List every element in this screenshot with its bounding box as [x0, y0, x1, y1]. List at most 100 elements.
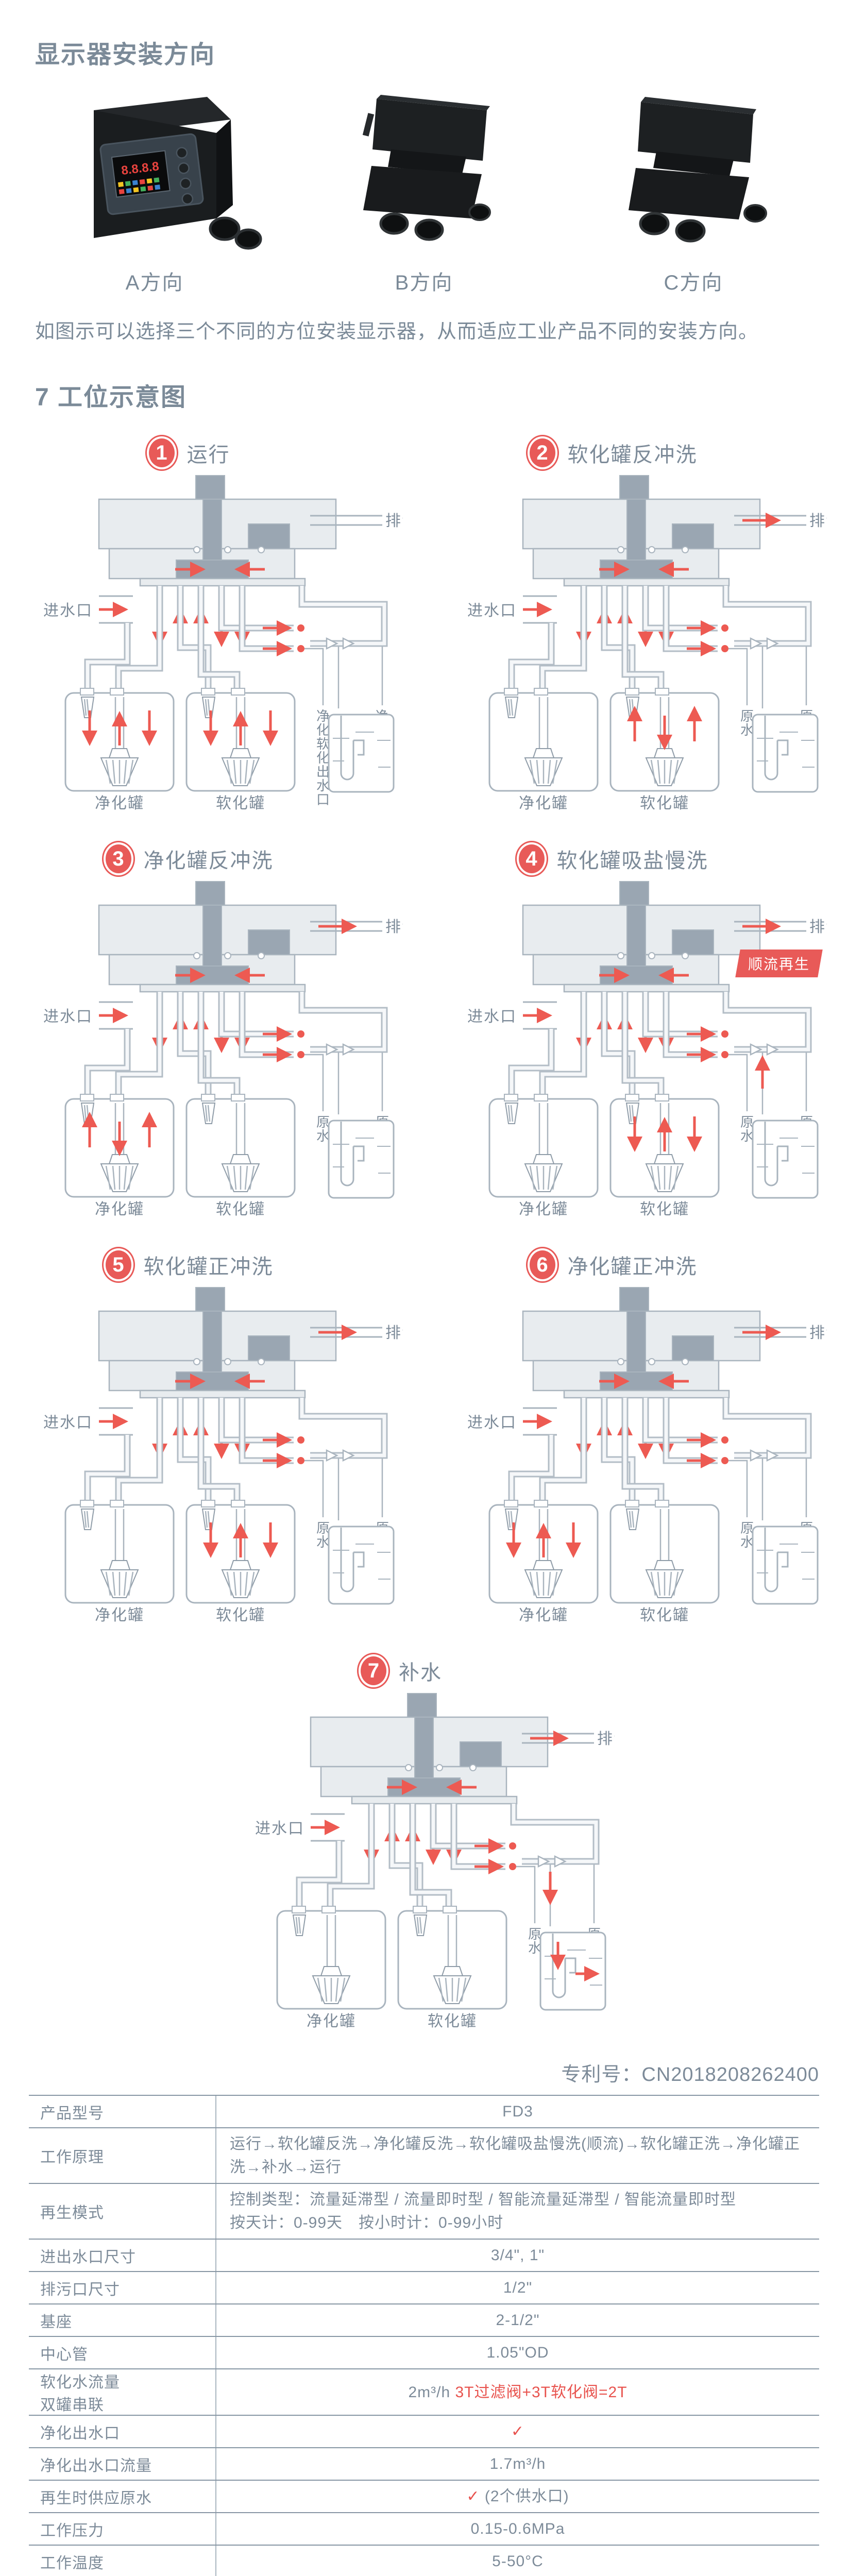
inlet-label: 进水口 — [255, 1820, 304, 1837]
device-photo-a-image: 8.8.8.8 — [94, 97, 262, 250]
page-title: 显示器安装方向 — [35, 41, 216, 69]
right-label-1: 原水 — [740, 1520, 753, 1550]
diagram-title: 软化罐反冲洗 — [567, 444, 698, 466]
table-row: 净化出水口流量 1.7m³/h — [29, 2448, 819, 2481]
row-value: 0.15-0.6MPa — [470, 2520, 565, 2537]
svg-text:化: 化 — [316, 750, 329, 766]
orientation-card-c: C方向 — [559, 83, 827, 296]
row-value: 2m³/h 3T过滤阀+3T软化阀=2T — [408, 2383, 627, 2401]
right-label-1: 原水 — [316, 1520, 329, 1550]
diagram-badge: 2 — [527, 436, 557, 469]
table-row: 软化水流量双罐串联 2m³/h 3T过滤阀+3T软化阀=2T — [29, 2369, 819, 2416]
row-label: 净化出水口流量 — [29, 2448, 216, 2480]
drain-label: 排污口 — [597, 1731, 615, 1748]
valve-diagram-4: 排污口进水口原水原水净化罐软化罐 — [467, 881, 827, 1218]
inlet-label: 进水口 — [43, 1414, 93, 1431]
tank-label: 软化罐 — [216, 795, 265, 812]
diagram-header: 2 软化罐反冲洗 — [527, 436, 698, 469]
diagram-badge: 7 — [359, 1654, 388, 1687]
svg-text:水: 水 — [740, 1534, 753, 1550]
row-value: 运行→软化罐反洗→净化罐反洗→软化罐吸盐慢洗(顺流)→软化罐正洗→净化罐正洗→补… — [230, 2136, 800, 2176]
diagram-3: 3净化罐反冲洗排污口进水口原水原水净化罐软化罐 — [0, 842, 424, 1218]
device-photo-b-image — [362, 95, 491, 241]
svg-text:净: 净 — [316, 708, 329, 724]
tank-right: 软化罐 — [397, 1906, 507, 2030]
drain-label: 排污口 — [385, 919, 403, 936]
orientation-card-b: B方向 — [290, 83, 558, 296]
orientation-card-a: 8.8.8.8 A方向 — [21, 83, 289, 296]
diagram-4: 4软化罐吸盐慢洗顺流再生排污口进水口原水原水净化罐软化罐 — [424, 842, 848, 1218]
flow-direction-tag: 顺流再生 — [735, 950, 823, 977]
diagram-title: 净化罐反冲洗 — [143, 850, 274, 872]
tank-left: 净化罐 — [276, 1906, 386, 2030]
diagram-title: 软化罐吸盐慢洗 — [556, 850, 708, 872]
orientation-label-a: A方向 — [125, 272, 184, 294]
svg-text:水: 水 — [528, 1940, 541, 1956]
valve-diagram-7: 排污口进水口原水原水净化罐软化罐 — [255, 1693, 615, 2030]
valve-diagram-1: 排污口进水口净化软化出水口净化出水口净化罐软化罐 — [43, 475, 403, 812]
table-row: 工作原理运行→软化罐反洗→净化罐反洗→软化罐吸盐慢洗(顺流)→软化罐正洗→净化罐… — [29, 2128, 819, 2184]
diagram-2: 2软化罐反冲洗排污口进水口原水原水净化罐软化罐 — [424, 436, 848, 812]
inlet-label: 进水口 — [467, 1008, 517, 1025]
brine-tank — [328, 714, 394, 793]
tank-label: 净化罐 — [95, 795, 144, 812]
diagram-badge: 6 — [527, 1248, 557, 1281]
valve-diagram-5: 排污口进水口原水原水净化罐软化罐 — [43, 1287, 403, 1624]
tank-label: 净化罐 — [519, 1201, 568, 1218]
svg-text:水: 水 — [740, 1128, 753, 1144]
table-row: 净化出水口✓ — [29, 2416, 819, 2448]
drain-label: 排污口 — [809, 1325, 827, 1342]
tank-right: 软化罐 — [185, 1500, 295, 1624]
table-row: 再生模式控制类型：流量延滞型 / 流量即时型 / 智能流量延滞型 / 智能流量即… — [29, 2184, 819, 2240]
tank-left: 净化罐 — [64, 1500, 174, 1624]
orientation-photos: 8.8.8.8 A方向 — [0, 70, 848, 296]
tank-label: 软化罐 — [640, 795, 689, 812]
svg-text:软: 软 — [316, 736, 329, 752]
orientation-description: 如图示可以选择三个不同的方位安装显示器，从而适应工业产品不同的安装方向。 — [35, 321, 759, 343]
tank-right: 软化罐 — [609, 1094, 719, 1218]
tank-right: 软化罐 — [185, 688, 295, 812]
orientation-label-c: C方向 — [664, 272, 723, 294]
brine-tank — [328, 1526, 394, 1605]
brine-tank — [752, 1120, 818, 1199]
diagram-title: 补水 — [399, 1662, 442, 1684]
valve-diagram-2: 排污口进水口原水原水净化罐软化罐 — [467, 475, 827, 812]
svg-text:化: 化 — [316, 722, 329, 738]
right-label-1: 原水 — [316, 1114, 329, 1144]
row-value: 1.05"OD — [486, 2344, 549, 2361]
device-photo-c-image — [629, 97, 767, 243]
tank-label: 净化罐 — [95, 1201, 144, 1218]
patent-number: 专利号：CN2018208262400 — [561, 2064, 819, 2086]
diagram-6: 6净化罐正冲洗排污口进水口原水原水净化罐软化罐 — [424, 1248, 848, 1624]
tank-label: 软化罐 — [428, 2013, 477, 2030]
orientation-label-b: B方向 — [395, 272, 453, 294]
inlet-label: 进水口 — [467, 1414, 517, 1431]
diagram-title: 运行 — [186, 444, 230, 466]
row-value: 3/4", 1" — [490, 2247, 545, 2264]
tank-left: 净化罐 — [488, 688, 598, 812]
row-value: ✓ (2个供水口) — [466, 2488, 569, 2505]
tank-right: 软化罐 — [609, 688, 719, 812]
brine-tank — [328, 1120, 394, 1199]
tank-label: 软化罐 — [216, 1201, 265, 1218]
row-label: 再生模式 — [29, 2184, 216, 2239]
row-label: 工作温度 — [29, 2546, 216, 2576]
svg-text:口: 口 — [316, 792, 329, 807]
diagram-title: 软化罐正冲洗 — [143, 1256, 274, 1278]
tank-label: 软化罐 — [640, 1201, 689, 1218]
drain-label: 排污口 — [809, 513, 827, 530]
row-label: 软化水流量双罐串联 — [29, 2369, 216, 2415]
tank-left: 净化罐 — [64, 1094, 174, 1218]
brine-tank — [539, 1931, 606, 2011]
valve-diagram-6: 排污口进水口原水原水净化罐软化罐 — [467, 1287, 827, 1624]
svg-text:水: 水 — [316, 1128, 329, 1144]
row-value: 1.7m³/h — [489, 2455, 546, 2472]
brine-tank — [752, 1526, 818, 1605]
